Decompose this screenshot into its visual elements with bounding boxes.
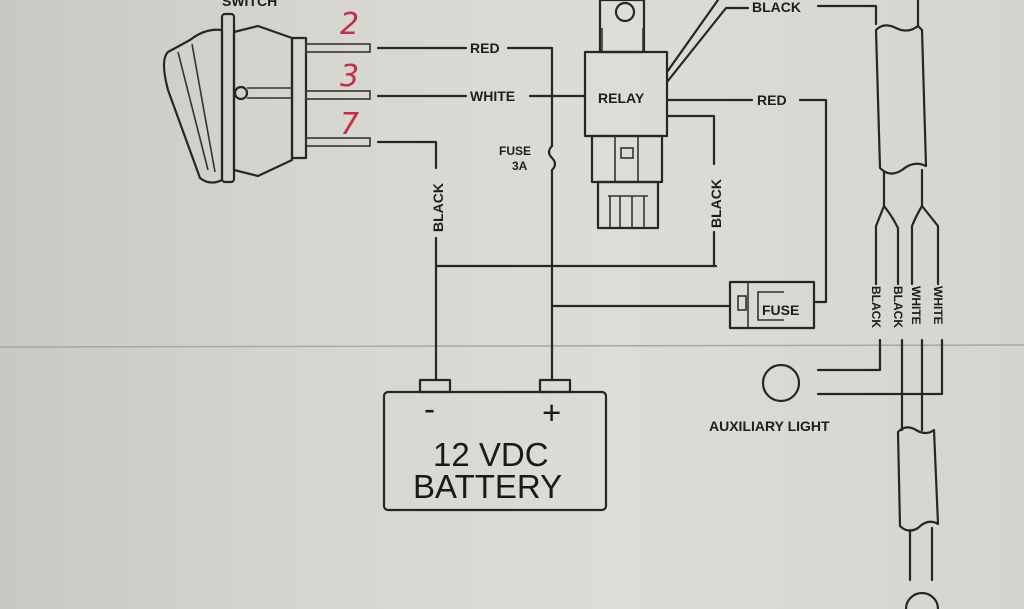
blade-fuse-label: FUSE (762, 302, 799, 318)
harness-label-white-2: WHITE (931, 286, 945, 325)
battery-label: BATTERY (413, 468, 562, 505)
harness-label-black-1: BLACK (869, 286, 883, 328)
wire-label-white: WHITE (470, 88, 515, 104)
switch-label: SWITCH (222, 0, 277, 9)
relay-wires: BLACK RED BLACK (665, 0, 878, 304)
battery-voltage: 12 VDC (433, 436, 549, 473)
pin-number-7: 7 (340, 107, 359, 142)
inline-fuse-rating: 3A (512, 159, 528, 173)
pin-number-3: 3 (340, 59, 359, 94)
wire-label-black: BLACK (430, 183, 446, 232)
inline-fuse-label: FUSE (499, 144, 531, 158)
harness-label-white-1: WHITE (909, 286, 923, 325)
switch-wires: RED FUSE 3A WHITE BLACK (376, 40, 732, 382)
relay-black-label: BLACK (708, 179, 724, 228)
relay: RELAY (583, 0, 669, 230)
harness-label-black-2: BLACK (891, 286, 905, 328)
auxiliary-light: AUXILIARY LIGHT (709, 363, 830, 434)
blade-fuse: FUSE (728, 280, 816, 330)
wire-harness: BLACK BLACK WHITE WHITE (816, 0, 945, 609)
rocker-switch: SWITCH 2 3 7 (162, 0, 371, 184)
auxiliary-light-label: AUXILIARY LIGHT (709, 418, 830, 434)
pin-number-2: 2 (340, 7, 359, 42)
battery-negative: - (424, 390, 435, 427)
paper-fold (0, 344, 1024, 348)
relay-red-label: RED (757, 92, 787, 108)
battery: - + 12 VDC BATTERY (382, 378, 608, 512)
battery-positive: + (542, 394, 561, 431)
relay-top-black-label: BLACK (752, 0, 801, 15)
wire-label-red: RED (470, 40, 500, 56)
relay-label: RELAY (598, 90, 645, 106)
